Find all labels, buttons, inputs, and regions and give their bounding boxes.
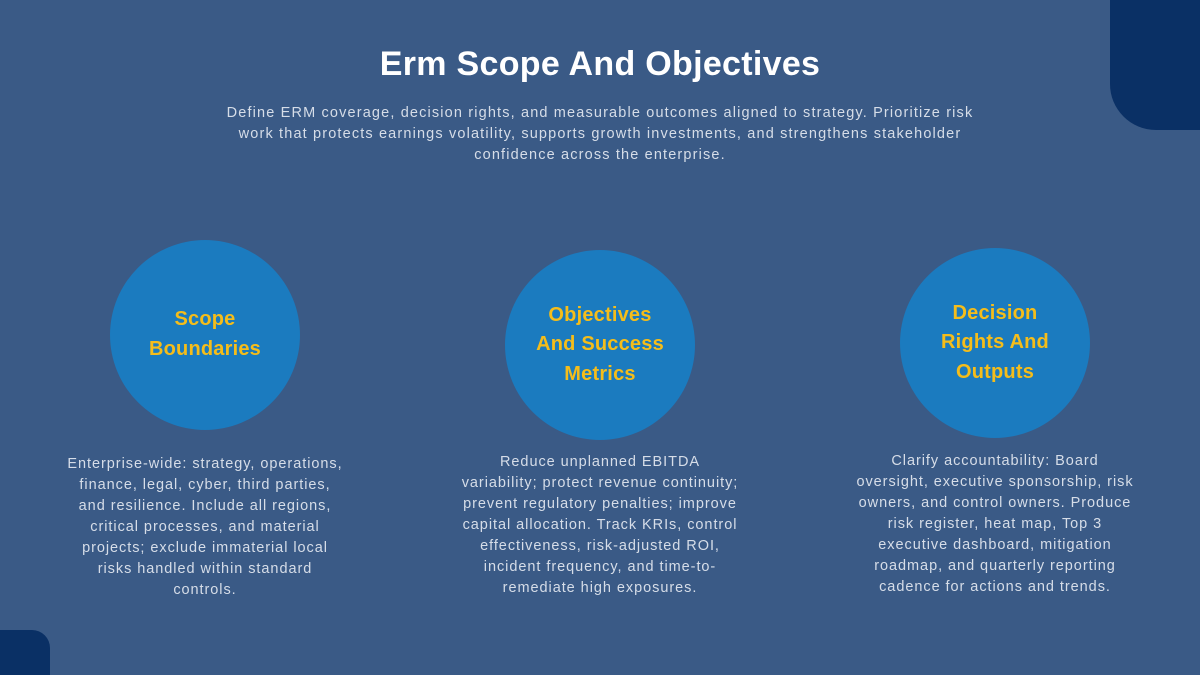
slide-header: Erm Scope And Objectives Define ERM cove… — [0, 44, 1200, 166]
circle-label-decision-rights-and-outputs: Decision Rights And Outputs — [941, 301, 1049, 383]
circle-decision-rights-and-outputs: Decision Rights And Outputs — [900, 248, 1090, 438]
column-decision-rights-and-outputs: Decision Rights And Outputs Clarify acco… — [798, 248, 1193, 598]
decoration-top-right-shape — [1110, 0, 1200, 130]
column-scope-boundaries: Scope Boundaries Enterprise-wide: strate… — [8, 240, 403, 601]
column-body-scope-boundaries: Enterprise-wide: strategy, operations, f… — [67, 456, 343, 598]
decoration-bottom-left-shape — [0, 630, 50, 675]
circle-label-objectives-and-success-metrics: Objectives And Success Metrics — [536, 303, 664, 385]
slide-subtitle: Define ERM coverage, decision rights, an… — [226, 104, 974, 163]
content-columns: Scope Boundaries Enterprise-wide: strate… — [0, 240, 1200, 601]
column-body-decision-rights-and-outputs: Clarify accountability: Board oversight,… — [856, 453, 1134, 595]
circle-objectives-and-success-metrics: Objectives And Success Metrics — [505, 250, 695, 440]
circle-label-scope-boundaries: Scope Boundaries — [148, 308, 262, 360]
column-objectives-and-success-metrics: Objectives And Success Metrics Reduce un… — [403, 250, 798, 599]
column-body-objectives-and-success-metrics: Reduce unplanned EBITDA variability; pro… — [461, 454, 739, 596]
circle-scope-boundaries: Scope Boundaries — [110, 240, 300, 430]
page-title: Erm Scope And Objectives — [379, 45, 821, 83]
